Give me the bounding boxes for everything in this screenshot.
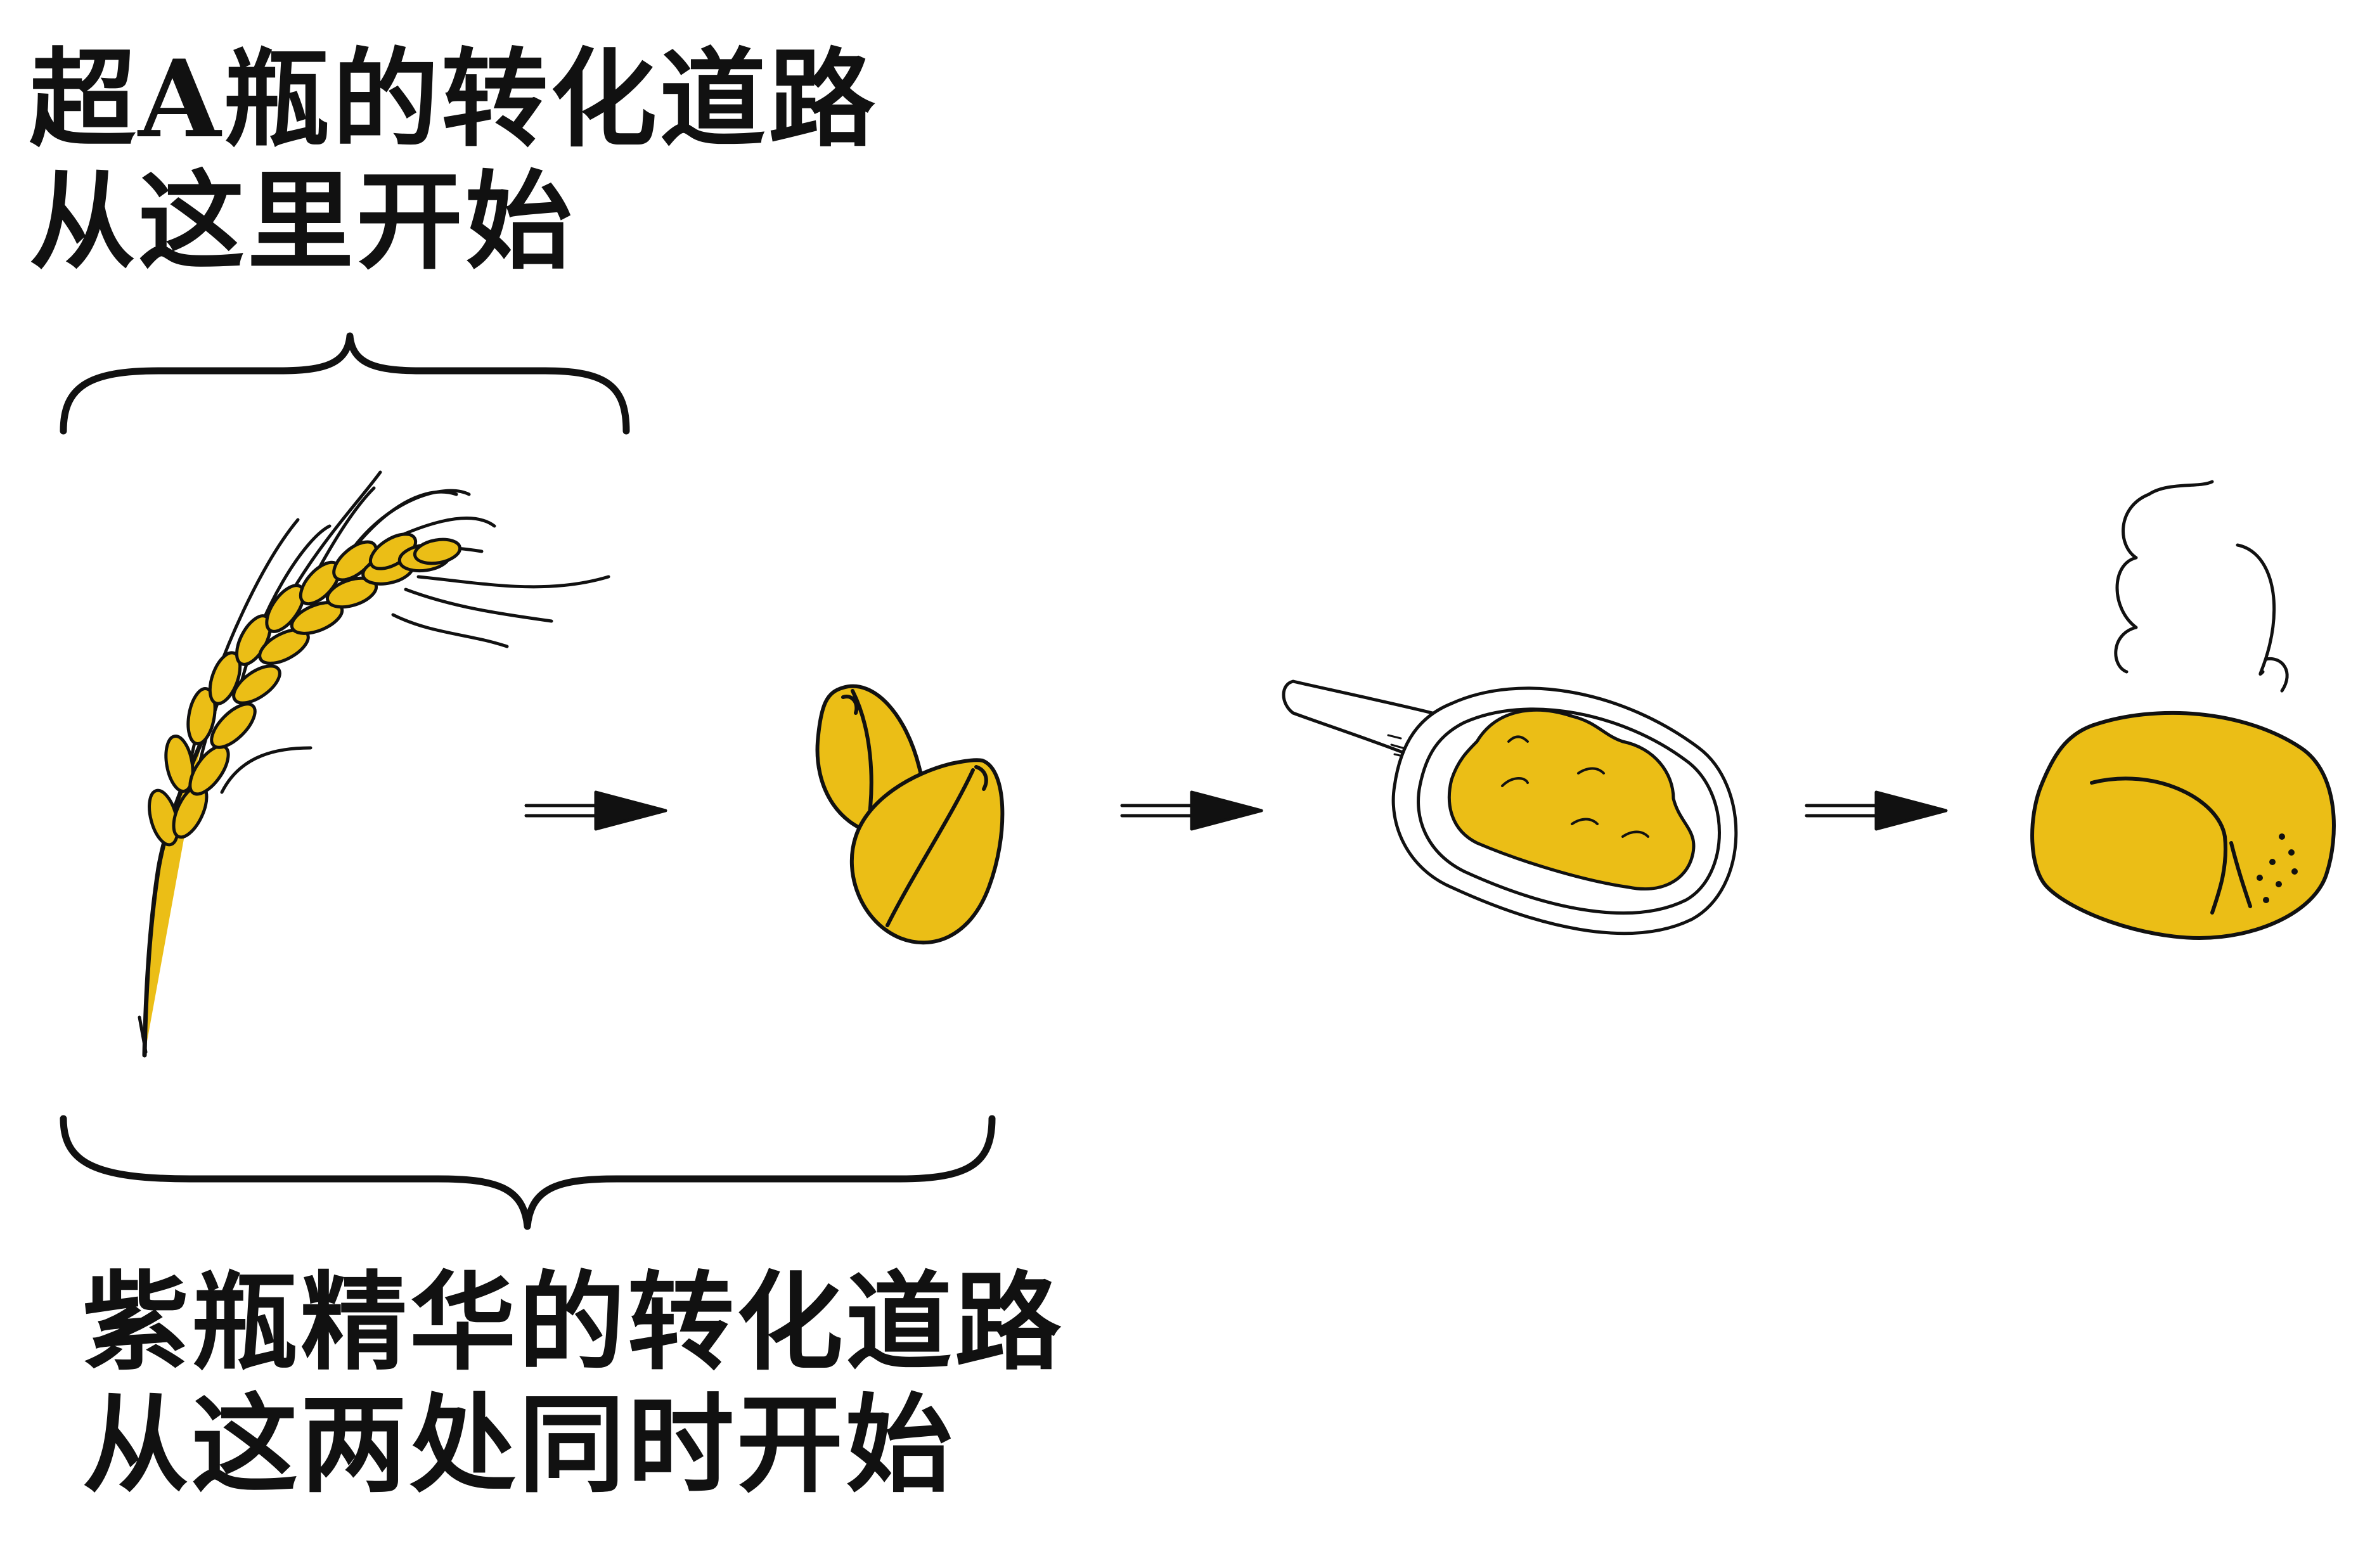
steam-icon: [2114, 480, 2214, 674]
arrow-3-icon: [1805, 790, 1948, 831]
top-brace: [60, 332, 630, 435]
bottom-caption-line-2: 从这两处同时开始: [82, 1382, 955, 1508]
arrow-1-icon: [524, 790, 667, 831]
grains-icon: [815, 684, 1005, 945]
arrow-2-icon: [1120, 790, 1263, 831]
top-caption-line-2: 从这里开始: [29, 158, 574, 285]
bottom-caption-line-1: 紫瓶精华的转化道路: [82, 1259, 1064, 1385]
bread-icon: [2030, 480, 2336, 940]
top-caption-line-1: 超A瓶的转化道路: [29, 36, 878, 162]
wheat-ear-icon: [138, 470, 610, 1058]
bottom-brace: [60, 1115, 996, 1230]
bottom-caption: 紫瓶精华的转化道路 从这两处同时开始: [82, 1261, 1064, 1506]
top-caption: 超A瓶的转化道路 从这里开始: [29, 36, 878, 285]
flour-scoop-icon: [1282, 679, 1738, 935]
